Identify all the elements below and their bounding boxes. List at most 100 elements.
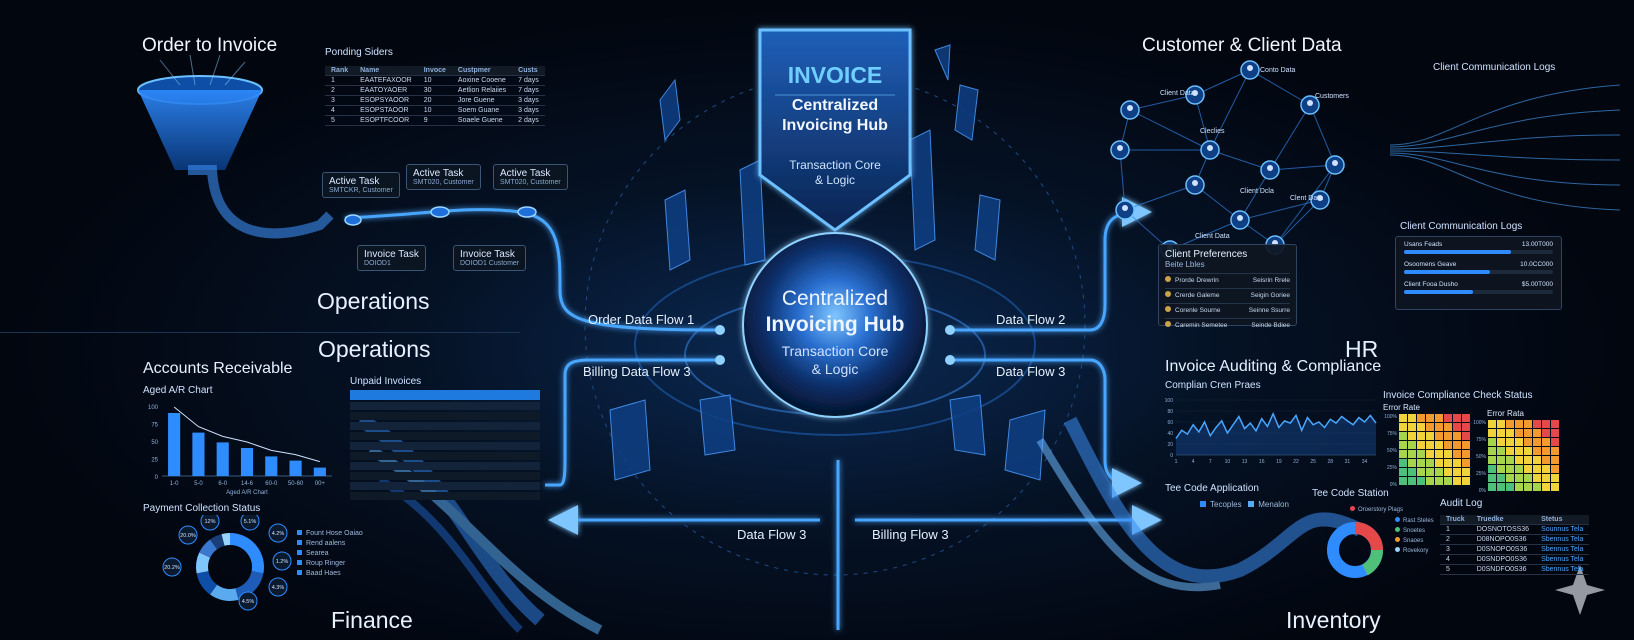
x-tick-label: 00+	[315, 481, 326, 487]
preference-value: Seisrin Rrele	[1252, 276, 1290, 284]
donut-callout	[240, 515, 260, 531]
bar	[289, 460, 302, 476]
preference-name: Caremin Semetee	[1175, 322, 1228, 329]
area-fill	[1176, 413, 1376, 455]
table-cell: Aetlion Relaiies	[451, 85, 513, 96]
task-title: Invoice Task	[460, 249, 515, 260]
heat-cell	[1524, 420, 1532, 428]
heat-cell	[1515, 456, 1523, 464]
heat-cell	[1408, 414, 1416, 422]
heat-cell	[1399, 477, 1407, 485]
table-cell: EAATEFAXOOR	[354, 75, 418, 86]
heat-cell	[1417, 477, 1425, 485]
network-edge	[1209, 69, 1251, 151]
invoice-task-card[interactable]: Invoice Task DOIOD1 Customer	[453, 245, 527, 271]
heat-cell	[1497, 474, 1505, 482]
heat-cell	[1506, 447, 1514, 455]
y-tick-label: 0	[155, 475, 159, 481]
active-task-card[interactable]: Active Task SMT020, Customer	[493, 164, 568, 190]
operations-section-label: Operations	[317, 288, 430, 314]
orb-sub-2: & Logic	[811, 361, 859, 377]
heat-cell	[1497, 456, 1505, 464]
task-title: Invoice Task	[364, 249, 419, 260]
inventory-section-label: Inventory	[1286, 607, 1381, 633]
network-edge	[1124, 209, 1171, 251]
heat-cell	[1551, 465, 1559, 473]
donut-slice	[210, 584, 239, 601]
table-cell: 3 days	[512, 105, 545, 116]
station-legend-dot	[1395, 537, 1400, 542]
client-preferences-panel: Client Preferences Beite Lbles Prorde Dr…	[1158, 244, 1297, 329]
heat-cell	[1497, 438, 1505, 446]
station-legend-label: Rovekory	[1403, 548, 1429, 554]
table-header: Rank	[325, 66, 355, 76]
operations-label: Operations	[318, 336, 431, 362]
active-task-card[interactable]: Active Task SMTCKR, Customer	[322, 172, 400, 198]
y-tick-label: 20	[1167, 442, 1173, 448]
table-cell: 2	[1440, 534, 1471, 545]
network-edge	[1269, 104, 1311, 171]
heat-cell	[1542, 483, 1550, 491]
preference-bullet-icon	[1165, 306, 1171, 312]
network-edge	[1274, 199, 1321, 246]
invoice-task-card[interactable]: Invoice Task DOIOD1	[357, 245, 426, 271]
heat-cell	[1542, 465, 1550, 473]
table-cell: D08NOPO0S36	[1470, 534, 1536, 545]
heat-cell	[1497, 465, 1505, 473]
unpaid-row	[350, 482, 540, 490]
person-head-icon	[1207, 145, 1213, 151]
heat-cell	[1515, 429, 1523, 437]
donut-slice	[196, 570, 218, 595]
heat-cell	[1399, 432, 1407, 440]
network-edge	[1124, 184, 1196, 211]
heat-cell	[1435, 414, 1443, 422]
station-legend-item: Rovekory	[1395, 547, 1434, 554]
heat-cell	[1417, 432, 1425, 440]
compliance-check-title: Invoice Compliance Check Status	[1383, 390, 1533, 401]
data-flow-3-line	[950, 358, 1142, 498]
heat-cell	[1524, 447, 1532, 455]
data-flow-3-bottom-label: Data Flow 3	[737, 527, 807, 542]
network-node-label: Conto Data	[1260, 67, 1296, 74]
heat-cell	[1551, 420, 1559, 428]
x-tick-label: 28	[1328, 459, 1334, 465]
donut-callout-label: 4.5%	[242, 599, 255, 605]
station-legend-label: Snaoes	[1403, 538, 1424, 544]
heat-cell	[1444, 441, 1452, 449]
donut-callout-label: 12%	[204, 519, 215, 525]
heat-cell	[1453, 423, 1461, 431]
network-node-label: Client Dcla	[1240, 188, 1274, 195]
table-cell: ESOPTFCOOR	[354, 115, 418, 126]
invoice-audit-title: Invoice Auditing & Compliance	[1165, 358, 1382, 375]
heat-cell	[1444, 468, 1452, 476]
comm-log-label: Osoomens Geave	[1404, 261, 1457, 268]
person-head-icon	[1192, 180, 1198, 186]
x-tick-label: 22	[1293, 459, 1299, 465]
heat-cell	[1453, 468, 1461, 476]
table-cell: ESOPSYAOOR	[354, 95, 418, 106]
table-cell: Soem Guane	[451, 105, 513, 116]
person-head-icon	[1127, 105, 1133, 111]
task-title: Active Task	[413, 168, 464, 179]
y-tick-label: 50	[151, 440, 158, 446]
heat-cell	[1444, 423, 1452, 431]
active-task-card[interactable]: Active Task SMT020, Customer	[406, 164, 481, 190]
customer-data-title: Customer & Client Data	[1142, 35, 1342, 56]
heat-cell	[1542, 438, 1550, 446]
heat-cell	[1426, 441, 1434, 449]
heat-cell	[1399, 423, 1407, 431]
table-header: Invoce	[417, 66, 452, 76]
heat-cell	[1551, 429, 1559, 437]
donut-callout	[178, 525, 198, 545]
x-tick-label: 25	[1310, 459, 1316, 465]
heat-cell	[1488, 447, 1496, 455]
client-preferences-title: Client Preferences	[1165, 249, 1248, 260]
heat-cell	[1515, 447, 1523, 455]
sparkle-icon	[1555, 565, 1605, 615]
